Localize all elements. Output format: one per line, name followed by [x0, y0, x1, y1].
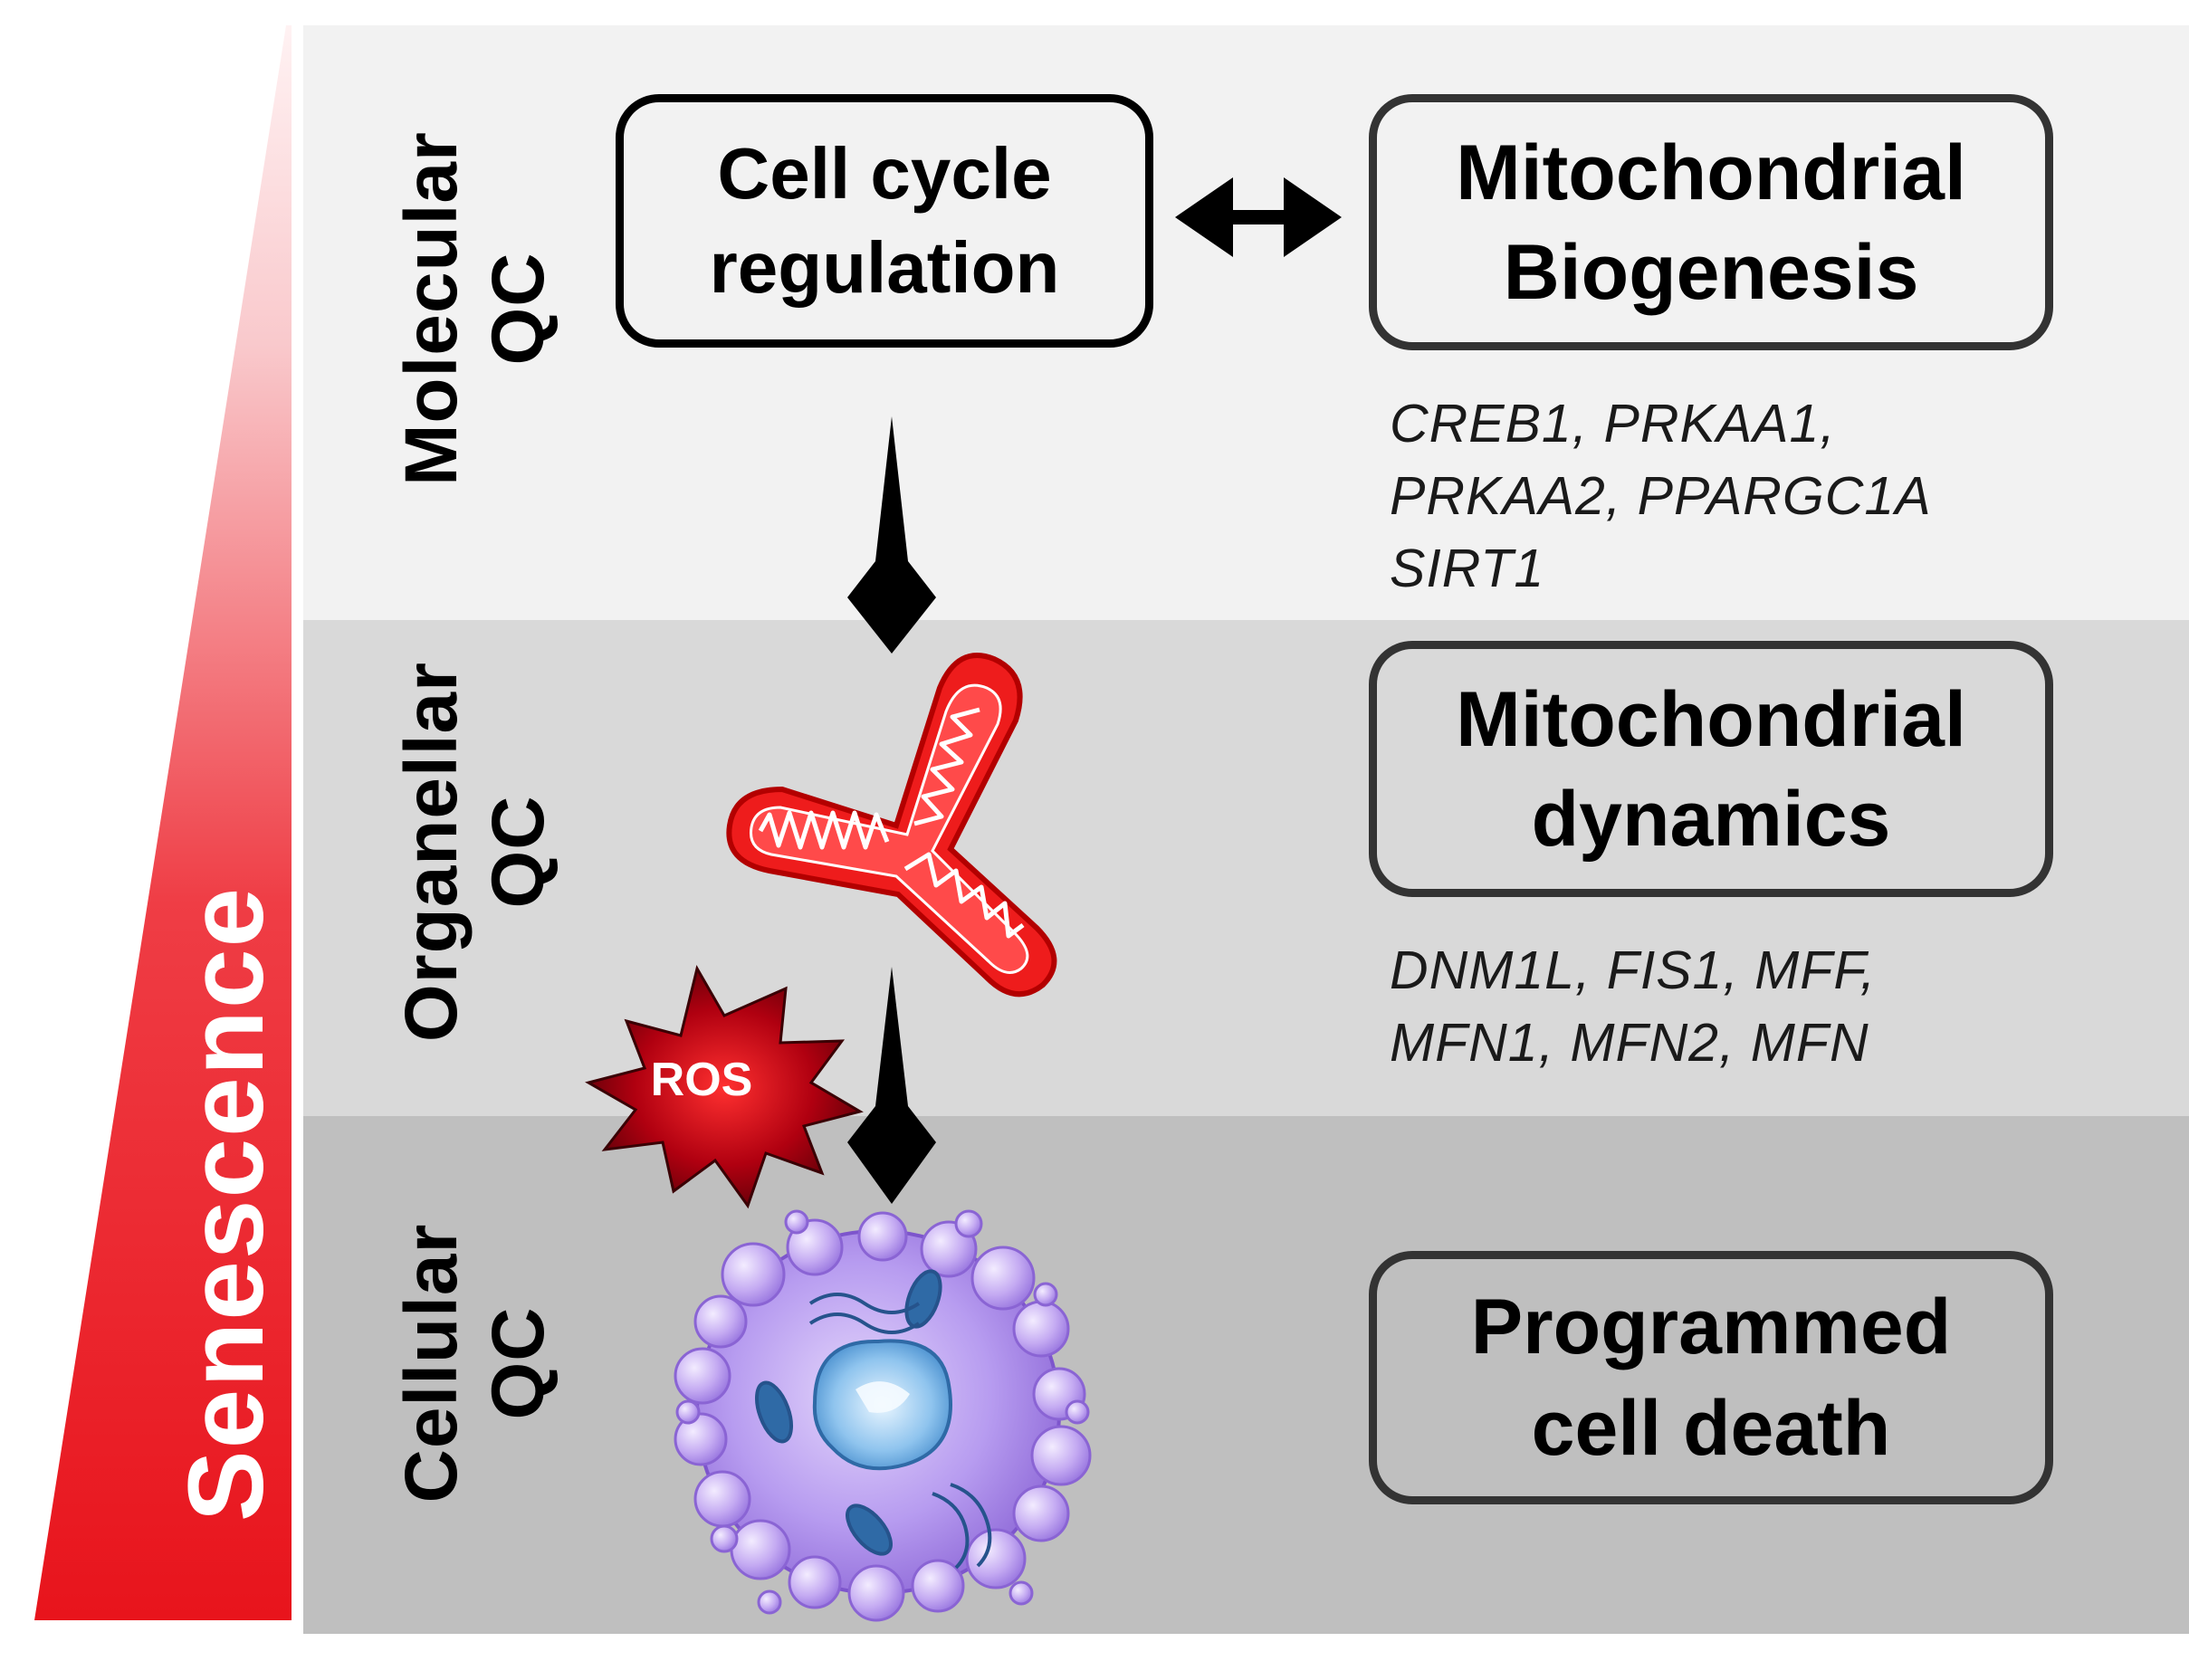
cellular-band	[303, 1116, 2189, 1634]
dynamics-gene-list: DNM1L, FIS1, MFF, MFN1, MFN2, MFN	[1390, 940, 1877, 1073]
diagram: ROS	[34, 25, 2189, 1634]
mitochondrial-biogenesis-box: Mitochondrial Biogenesis	[1369, 94, 2053, 350]
organelles	[754, 1269, 992, 1570]
level-label-molecular: Molecular QC	[390, 131, 559, 486]
senescence-wedge	[34, 25, 292, 1620]
cell-icon	[674, 1209, 1092, 1622]
diagram-graphics: ROS	[34, 25, 1342, 1622]
level-label-cellular: Cellular QC	[390, 1223, 559, 1503]
senescence-label: Senescence	[167, 885, 286, 1522]
cell-blebs	[674, 1209, 1092, 1622]
ros-label: ROS	[651, 1054, 753, 1106]
band-divider	[288, 25, 303, 1634]
mitochondrial-dynamics-box: Mitochondrial dynamics	[1369, 641, 2053, 897]
cell-cycle-box: Cell cycle regulation	[616, 94, 1153, 348]
ros-starburst-icon: ROS	[585, 965, 864, 1209]
biogenesis-gene-list: CREB1, PRKAA1, PRKAA2, PPARGC1A SIRT1	[1390, 394, 1932, 598]
down-arrow-lower	[847, 967, 936, 1204]
down-arrow-upper	[847, 416, 936, 654]
double-arrow	[1175, 177, 1342, 257]
organellar-band	[303, 620, 2189, 1116]
programmed-cell-death-box: Programmed cell death	[1369, 1251, 2053, 1504]
mitochondrion-icon	[726, 653, 1057, 998]
